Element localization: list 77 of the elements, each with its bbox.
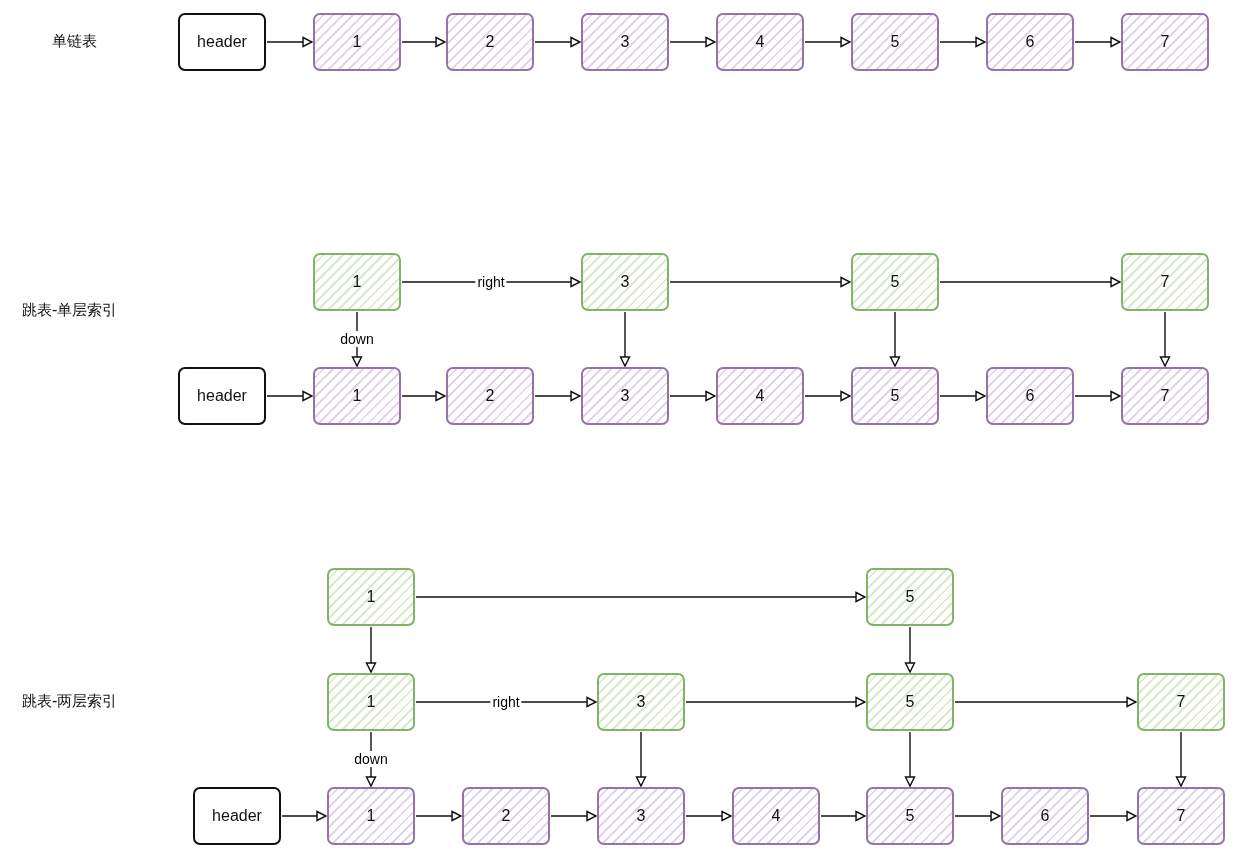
arrow [1175, 731, 1187, 787]
edge-label: down [338, 331, 376, 347]
arrow [415, 696, 597, 708]
index-node: 1 [313, 253, 401, 311]
edge-label: right [475, 274, 507, 290]
list-node: 5 [851, 13, 939, 71]
arrow [820, 810, 866, 822]
arrow [401, 36, 446, 48]
list-node: 4 [732, 787, 820, 845]
list-node: 5 [851, 367, 939, 425]
arrow [1089, 810, 1137, 822]
list-node: 5 [866, 787, 954, 845]
header-box: header [193, 787, 281, 845]
list-node: 7 [1121, 367, 1209, 425]
list-node: 7 [1137, 787, 1225, 845]
arrow [550, 810, 597, 822]
arrow [954, 810, 1001, 822]
arrow [266, 390, 313, 402]
arrow [1074, 390, 1121, 402]
list-node: 1 [313, 367, 401, 425]
arrow [904, 731, 916, 787]
arrow [401, 390, 446, 402]
arrow [266, 36, 313, 48]
arrow [939, 276, 1121, 288]
list-node: 2 [462, 787, 550, 845]
list-node: 6 [1001, 787, 1089, 845]
arrow [889, 311, 901, 367]
index-node: 7 [1121, 253, 1209, 311]
arrow [939, 36, 986, 48]
arrow [401, 276, 581, 288]
index-node: 1 [327, 673, 415, 731]
list-node: 2 [446, 367, 534, 425]
arrow [619, 311, 631, 367]
header-box: header [178, 367, 266, 425]
arrow [415, 591, 866, 603]
index-node: 5 [866, 673, 954, 731]
header-box: header [178, 13, 266, 71]
arrow [1159, 311, 1171, 367]
index-node: 7 [1137, 673, 1225, 731]
arrow [281, 810, 327, 822]
list-node: 6 [986, 13, 1074, 71]
arrow [365, 626, 377, 673]
list-node: 3 [581, 367, 669, 425]
list-node: 6 [986, 367, 1074, 425]
arrow [669, 276, 851, 288]
index-node: 5 [851, 253, 939, 311]
arrow [804, 390, 851, 402]
list-node: 2 [446, 13, 534, 71]
list-node: 1 [313, 13, 401, 71]
arrow [1074, 36, 1121, 48]
arrow [904, 626, 916, 673]
row-title: 跳表-两层索引 [22, 692, 118, 711]
arrow [635, 731, 647, 787]
arrow [534, 36, 581, 48]
index-node: 1 [327, 568, 415, 626]
edge-label: down [352, 751, 390, 767]
arrow [415, 810, 462, 822]
index-node: 5 [866, 568, 954, 626]
arrow [939, 390, 986, 402]
list-node: 4 [716, 367, 804, 425]
row-title: 单链表 [52, 32, 97, 51]
arrow [534, 390, 581, 402]
list-node: 1 [327, 787, 415, 845]
index-node: 3 [581, 253, 669, 311]
row-title: 跳表-单层索引 [22, 301, 118, 320]
arrow [804, 36, 851, 48]
arrow [954, 696, 1137, 708]
list-node: 3 [581, 13, 669, 71]
arrow [669, 36, 716, 48]
edge-label: right [490, 694, 522, 710]
arrow [685, 810, 732, 822]
list-node: 7 [1121, 13, 1209, 71]
arrow [669, 390, 716, 402]
list-node: 3 [597, 787, 685, 845]
list-node: 4 [716, 13, 804, 71]
index-node: 3 [597, 673, 685, 731]
arrow [685, 696, 866, 708]
